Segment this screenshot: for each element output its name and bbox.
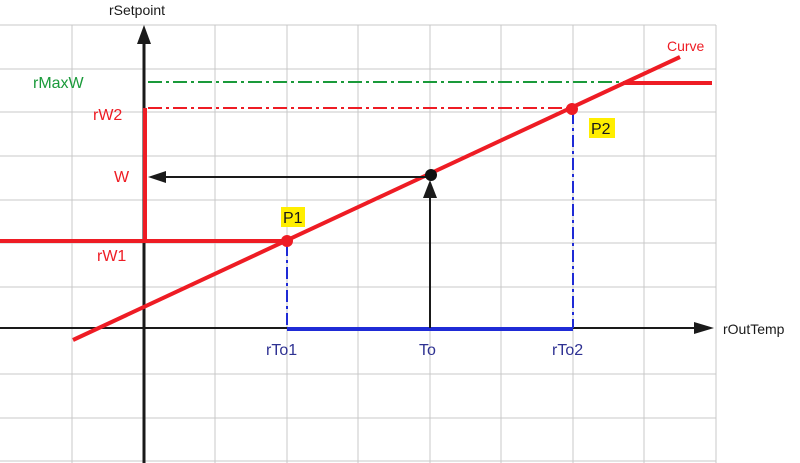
w-label: W xyxy=(114,169,130,186)
w-arrowhead xyxy=(148,171,166,183)
to1-label: rTo1 xyxy=(266,342,297,359)
w1-label: rW1 xyxy=(97,248,126,265)
p1-label: P1 xyxy=(283,210,303,227)
p1-point xyxy=(281,235,293,247)
w2-label: rW2 xyxy=(93,107,122,124)
to-arrowhead xyxy=(423,180,437,198)
y-axis-label: rSetpoint xyxy=(109,2,165,18)
max-w-label: rMaxW xyxy=(33,75,85,92)
x-axis-label: rOutTemp xyxy=(723,321,785,337)
curve-label: Curve xyxy=(667,38,705,54)
p1-highlight xyxy=(281,207,305,227)
operating-point xyxy=(425,169,437,181)
x-axis-arrowhead xyxy=(694,322,714,334)
p2-point xyxy=(566,103,578,115)
to-label: To xyxy=(419,342,436,359)
p2-highlight xyxy=(589,118,615,138)
p2-label: P2 xyxy=(591,121,611,138)
y-axis-arrowhead xyxy=(137,25,151,44)
to2-label: rTo2 xyxy=(552,342,583,359)
grid xyxy=(0,24,717,463)
heating-curve xyxy=(72,55,681,342)
